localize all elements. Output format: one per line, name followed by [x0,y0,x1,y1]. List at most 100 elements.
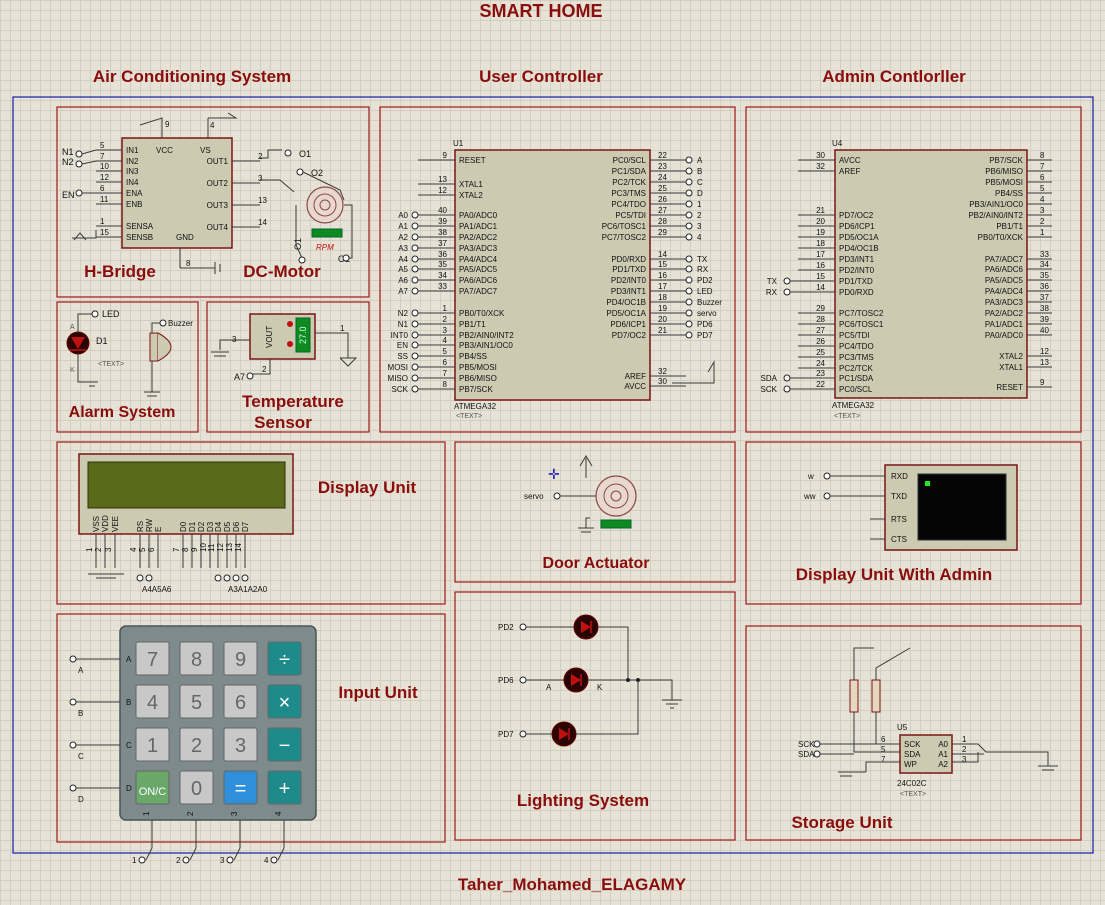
hbridge-pin-num: 14 [258,218,267,227]
keypad-key[interactable] [179,641,214,676]
keypad-col-pin: 3 [230,811,239,816]
eeprom-chip [899,734,953,774]
u1-net-terminal [411,320,419,328]
keypad-key[interactable] [135,770,170,805]
lighting-net-terminal [519,676,527,684]
keypad-key[interactable] [267,641,302,676]
u4-pin-label: PD6/ICP1 [839,222,875,231]
u1-net-terminal [411,341,419,349]
lcd-pin-num: 1 [85,547,94,552]
keypad-key[interactable] [179,770,214,805]
terminal-pin-label: TXD [891,492,907,501]
lcd-pin-label: D4 [214,521,223,532]
keypad-key[interactable] [135,727,170,762]
lcd-pin-label: RW [145,518,154,532]
eeprom-pin-label: SDA [904,750,921,759]
author-label: Taher_Mohamed_ELAGAMY [458,875,687,894]
u4-pin-num: 36 [1040,282,1049,291]
u4-pin-label: PC4/TDO [839,342,874,351]
keypad-key[interactable] [223,770,258,805]
terminal-net-w: w [807,472,814,481]
u1-net-label: N2 [398,309,409,318]
lcd-pins: VSS1VDD2VEE3RS4RW5E6D07D18D29D310D411D51… [85,515,250,582]
keypad-row-terminal [69,698,77,706]
u4-text: <TEXT> [834,413,860,420]
alarm-buzzer-net: Buzzer [168,319,193,328]
u1-pin-label: PB3/AIN1/OC0 [459,341,513,350]
u1-pin-label: PB0/T0/XCK [459,309,505,318]
u4-pin-num: 18 [816,239,825,248]
keypad-key-label: 7 [147,649,158,671]
u4-pin-num: 20 [816,217,825,226]
hbridge-pin-label: OUT2 [207,179,229,188]
page-title: SMART HOME [480,1,603,21]
hbridge-pin-num: 7 [100,152,105,161]
keypad-key[interactable] [267,727,302,762]
sheet-border [12,96,1094,854]
keypad-col-pin: 1 [142,811,151,816]
u1-pin-label: XTAL1 [459,180,483,189]
u1-pin-label: PA4/ADC4 [459,255,498,264]
lcd-pin-label: D3 [206,521,215,532]
lcd-pin-num: 7 [172,547,181,552]
u4-pin-label: PD2/INT0 [839,266,875,275]
u1-ref: U1 [453,139,464,148]
u4-pin-label: PC1/SDA [839,374,874,383]
keypad-key[interactable] [135,684,170,719]
lcd-pin-label: D1 [188,521,197,532]
hbridge-vcc: VCC [156,146,173,155]
u1-pin-num: 29 [658,228,667,237]
u1-pin-label: PD4/OC1B [606,298,646,307]
panel-alarm [56,301,199,433]
lcd-net-terminal [145,574,153,582]
u1-pin-label: PA2/ADC2 [459,233,498,242]
keypad-key[interactable] [135,641,170,676]
keypad-key[interactable] [179,684,214,719]
u1-net-terminal [411,211,419,219]
keypad-key[interactable] [267,770,302,805]
servo-display [600,519,632,529]
panel-temp [206,301,370,433]
u1-pin-num: 23 [658,162,667,171]
u1-pin-num: 39 [438,217,447,226]
keypad-key[interactable] [223,727,258,762]
u4-pin-num: 19 [816,228,825,237]
u1-pin-num: 37 [438,239,447,248]
lcd-pin-num: 10 [199,543,208,552]
hbridge-pin-num: 3 [258,174,263,183]
terminal-screen [917,473,1007,541]
keypad-key[interactable] [267,684,302,719]
u1-net-label: LED [697,287,713,296]
hbridge-net-n1: N1 [62,147,74,157]
u1-net-label: PD6 [697,320,713,329]
hbridge-net-terminal [75,189,83,197]
u4-pin-num: 32 [816,162,825,171]
u1-net-terminal [685,178,693,186]
u4-pin-label: PB5/MOSI [985,178,1023,187]
section-title-user: User Controller [479,67,603,86]
keypad-row-terminal [69,655,77,663]
keypad-key[interactable] [223,641,258,676]
u1-net-label: 3 [697,222,702,231]
u1-net-terminal [685,189,693,197]
u1-pin-num: 19 [658,304,667,313]
u1-net-terminal [685,156,693,164]
terminal-pin-label: CTS [891,535,907,544]
eeprom-text: <TEXT> [900,791,926,798]
lighting-net-terminal [519,623,527,631]
temp-net: A7 [234,372,245,382]
u4-pin-num: 9 [1040,378,1045,387]
dc-motor-icon [306,186,344,224]
hbridge-pin-num: 11 [100,195,109,204]
panel-input [56,613,446,843]
u4-net-label: SDA [761,374,778,383]
keypad-key[interactable] [179,727,214,762]
u1-net-terminal [685,276,693,284]
u4-net-terminal [783,374,791,382]
keypad-key[interactable] [223,684,258,719]
hbridge-pin-num: 12 [100,173,109,182]
u1-pin-num: 34 [438,271,447,280]
lcd-pin-label: D2 [197,521,206,532]
eeprom-pin-num: 5 [881,745,886,754]
